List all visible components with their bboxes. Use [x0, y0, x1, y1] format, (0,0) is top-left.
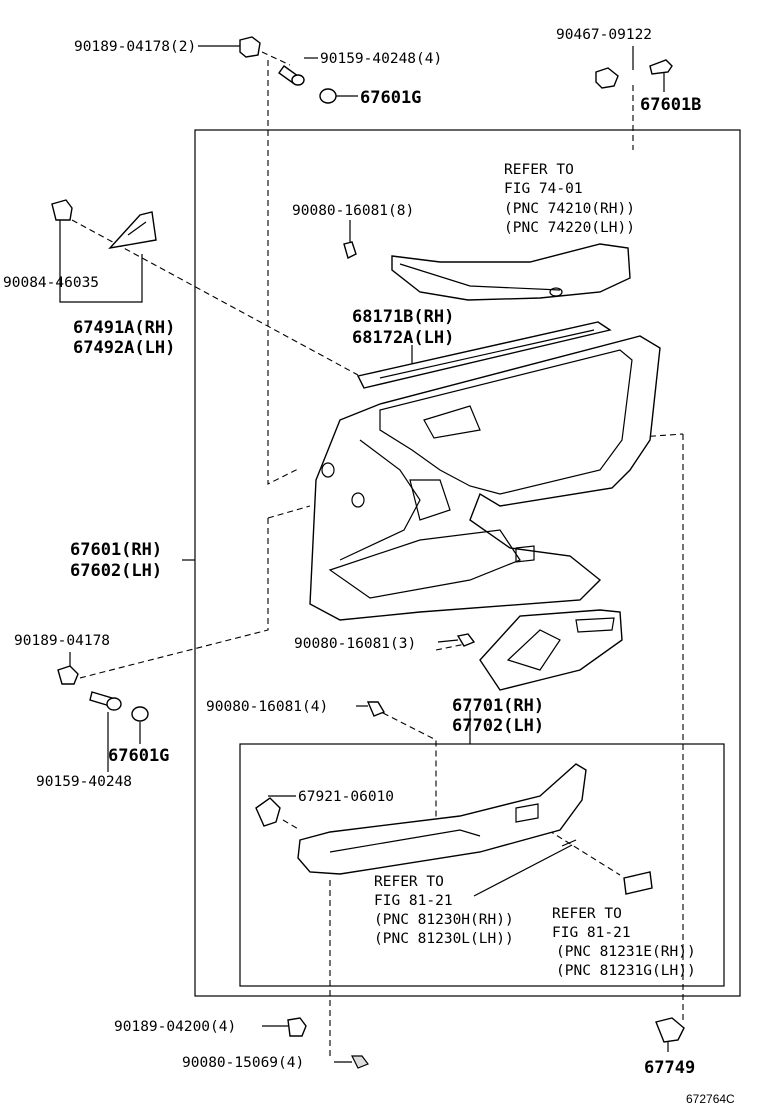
ref2-line2: FIG 81-21 [374, 893, 453, 909]
screw-90159-top [278, 65, 305, 86]
ref3-line3: (PNC 81231E(RH)) [556, 944, 696, 960]
label-68171b: 68171B(RH) [352, 307, 454, 327]
clip-90189-left [57, 665, 79, 685]
armrest-frame [239, 743, 725, 987]
clip-67921 [255, 797, 281, 827]
diagram-code: 672764C [686, 1092, 735, 1106]
label-67601b: 67601B [640, 95, 701, 115]
main-frame [194, 129, 741, 997]
clip-90189-04200 [287, 1017, 307, 1037]
label-90080-16081-4: 90080-16081(4) [206, 699, 328, 715]
screw-90080-15069 [351, 1055, 369, 1069]
label-90084-46035: 90084-46035 [3, 275, 99, 291]
screw-90080-4 [366, 701, 386, 717]
part-labels: 90189-04178(2) 90159-40248(4) 67601G 904… [3, 27, 701, 1078]
ref1-line2: FIG 74-01 [504, 181, 583, 197]
label-90189-04178: 90189-04178 [14, 633, 110, 649]
ref2-line1: REFER TO [374, 874, 444, 890]
label-90080-15069-4: 90080-15069(4) [182, 1055, 304, 1071]
label-67602: 67602(LH) [70, 561, 162, 581]
label-67749: 67749 [644, 1058, 695, 1078]
label-68172a: 68172A(LH) [352, 328, 454, 348]
label-90080-16081-8: 90080-16081(8) [292, 203, 414, 219]
armrest-lower-panel [297, 763, 587, 875]
label-90159-40248: 90159-40248 [36, 774, 132, 790]
ref1-line3: (PNC 74210(RH)) [504, 201, 635, 217]
pin-67601b [649, 59, 673, 75]
door-trim-panel-67601 [309, 335, 661, 621]
armrest-upper-74210 [391, 243, 631, 301]
refer-block-74-01: REFER TO FIG 74-01 (PNC 74210(RH)) (PNC … [504, 162, 635, 236]
label-67601g-top: 67601G [360, 88, 421, 108]
clip-90084 [51, 199, 73, 221]
screw-90159-left [89, 691, 122, 711]
ref3-line1: REFER TO [552, 906, 622, 922]
ref1-line4: (PNC 74220(LH)) [504, 220, 635, 236]
ref3-line2: FIG 81-21 [552, 925, 631, 941]
ref3-line4: (PNC 81231G(LH)) [556, 963, 696, 979]
label-67601g-bot: 67601G [108, 746, 169, 766]
ref2-line3: (PNC 81230H(RH)) [374, 912, 514, 928]
clip-90189-top [239, 36, 261, 58]
label-90189-04178-2: 90189-04178(2) [74, 39, 196, 55]
label-90189-04200-4: 90189-04200(4) [114, 1019, 236, 1035]
corner-trim-67491a [108, 211, 157, 250]
clip-90467 [595, 67, 619, 89]
refer-block-81-21-b: REFER TO FIG 81-21 (PNC 81231E(RH)) (PNC… [552, 906, 696, 979]
weatherstrip-68171b [356, 321, 612, 389]
switch-81231e [623, 871, 653, 895]
screw-90080-8 [343, 241, 357, 260]
refer-block-81-21-a: REFER TO FIG 81-21 (PNC 81230H(RH)) (PNC… [374, 874, 514, 947]
label-67492a: 67492A(LH) [73, 338, 175, 358]
label-67921-06010: 67921-06010 [298, 789, 394, 805]
label-67702: 67702(LH) [452, 716, 544, 736]
clip-67749 [655, 1017, 685, 1043]
ref1-line1: REFER TO [504, 162, 574, 178]
cap-67601g-top [319, 88, 337, 104]
label-90080-16081-3: 90080-16081(3) [294, 636, 416, 652]
ref2-line4: (PNC 81230L(LH)) [374, 931, 514, 947]
screw-90080-3 [456, 633, 476, 647]
label-90467-09122: 90467-09122 [556, 27, 652, 43]
solid-leaders [59, 45, 669, 1063]
label-67491a: 67491A(RH) [73, 318, 175, 338]
lower-pocket-67701 [479, 609, 623, 691]
cap-67601g-left [131, 706, 149, 722]
label-90159-40248-4: 90159-40248(4) [320, 51, 442, 67]
label-67601: 67601(RH) [70, 540, 162, 560]
label-67701: 67701(RH) [452, 696, 544, 716]
